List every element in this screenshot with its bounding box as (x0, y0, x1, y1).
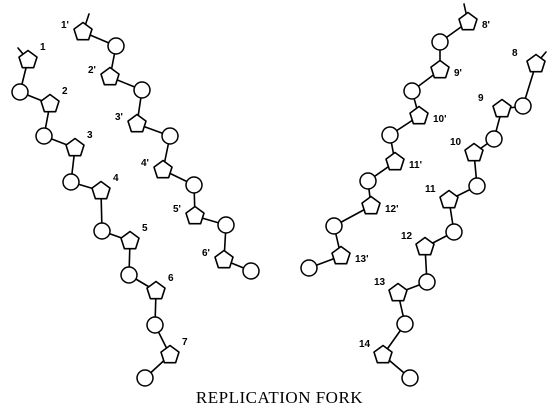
sugar-pentagon (385, 151, 405, 171)
phosphate-circle (62, 173, 80, 191)
sugar-pentagon (40, 93, 60, 113)
phosphate-circle (35, 127, 53, 145)
phosphate-circle (133, 81, 151, 99)
phosphate-circle (468, 177, 486, 195)
nucleotide-label: 4 (113, 173, 119, 184)
phosphate-circle (485, 130, 503, 148)
nucleotide-label: 11' (409, 160, 422, 171)
strand-left-inner: 1' 2' 3' 4' 5' 6' (61, 13, 260, 280)
sugar-pentagon (91, 180, 111, 200)
nucleotide-label: 8' (482, 20, 490, 31)
nucleotide-label: 6 (168, 273, 174, 284)
nucleotide-label: 12 (401, 231, 413, 242)
nucleotide-label: 7 (182, 337, 188, 348)
sugar-pentagon (458, 11, 478, 31)
sugar-pentagon (373, 344, 393, 364)
sugar-pentagon (120, 230, 140, 250)
phosphate-circle (136, 369, 154, 387)
nucleotide-label: 5 (142, 223, 148, 234)
phosphate-circle (401, 369, 419, 387)
sugar-pentagon (415, 236, 435, 256)
nucleotide-label: 10' (433, 114, 447, 125)
phosphate-circle (325, 217, 343, 235)
sugar-pentagon (430, 59, 450, 79)
nucleotide-label: 2' (88, 65, 96, 76)
phosphate-circle (514, 97, 532, 115)
nucleotide-label: 13' (355, 254, 369, 265)
nucleotide-label: 1 (40, 42, 46, 53)
phosphate-circle (217, 216, 235, 234)
phosphate-circle (185, 176, 203, 194)
nucleotide-label: 11 (425, 184, 436, 195)
phosphate-circle (381, 126, 399, 144)
sugar-pentagon (388, 282, 408, 302)
phosphate-circle (11, 83, 29, 101)
sugar-pentagon (214, 249, 234, 269)
phosphate-circle (161, 127, 179, 145)
sugar-pentagon (185, 205, 205, 225)
phosphate-circle (146, 316, 164, 334)
sugar-pentagon (409, 105, 429, 125)
nucleotide-label: 12' (385, 204, 399, 215)
nucleotide-label: 10 (450, 137, 462, 148)
sugar-pentagon (73, 21, 93, 41)
nucleotide-label: 3' (115, 112, 123, 123)
sugar-pentagon (127, 113, 147, 133)
phosphate-circle (403, 82, 421, 100)
nucleotide-label: 14 (359, 339, 371, 350)
nucleotide-label: 9' (454, 68, 462, 79)
diagram-title: REPLICATION FORK (195, 388, 364, 407)
sugar-pentagon (18, 49, 38, 69)
phosphate-circle (431, 33, 449, 51)
phosphate-circle (93, 222, 111, 240)
nucleotide-label: 13 (374, 277, 386, 288)
phosphate-circle (242, 262, 260, 280)
sugar-pentagon (361, 195, 381, 215)
sugar-pentagon (146, 280, 166, 300)
nucleotide-label: 2 (62, 86, 68, 97)
sugar-pentagon (100, 66, 120, 86)
sugar-pentagon (526, 53, 546, 73)
nucleotide-label: 1' (61, 20, 69, 31)
strand-right-inner: 8' 9' 10' 11' 12' 13' (300, 3, 490, 277)
phosphate-circle (300, 259, 318, 277)
sugar-pentagon (160, 344, 180, 364)
nucleotide-label: 6' (202, 248, 210, 259)
sugar-pentagon (439, 189, 459, 209)
sugar-pentagon (153, 159, 173, 179)
sugar-pentagon (464, 142, 484, 162)
phosphate-circle (107, 37, 125, 55)
nucleotide-label: 8 (512, 48, 518, 59)
sugar-pentagon (492, 98, 512, 118)
nucleotide-label: 3 (87, 130, 93, 141)
nucleotide-label: 4' (141, 158, 149, 169)
strand-left-outer: 1 2 3 4 5 6 7 (11, 42, 188, 387)
phosphate-circle (359, 172, 377, 190)
nucleotide-label: 5' (173, 204, 181, 215)
strand-right-outer: 8 9 10 11 12 13 14 (359, 48, 547, 387)
sugar-pentagon (65, 137, 85, 157)
phosphate-circle (445, 223, 463, 241)
sugar-pentagon (331, 245, 351, 265)
phosphate-circle (418, 273, 436, 291)
nucleotide-label: 9 (478, 93, 484, 104)
phosphate-circle (120, 266, 138, 284)
phosphate-circle (396, 315, 414, 333)
